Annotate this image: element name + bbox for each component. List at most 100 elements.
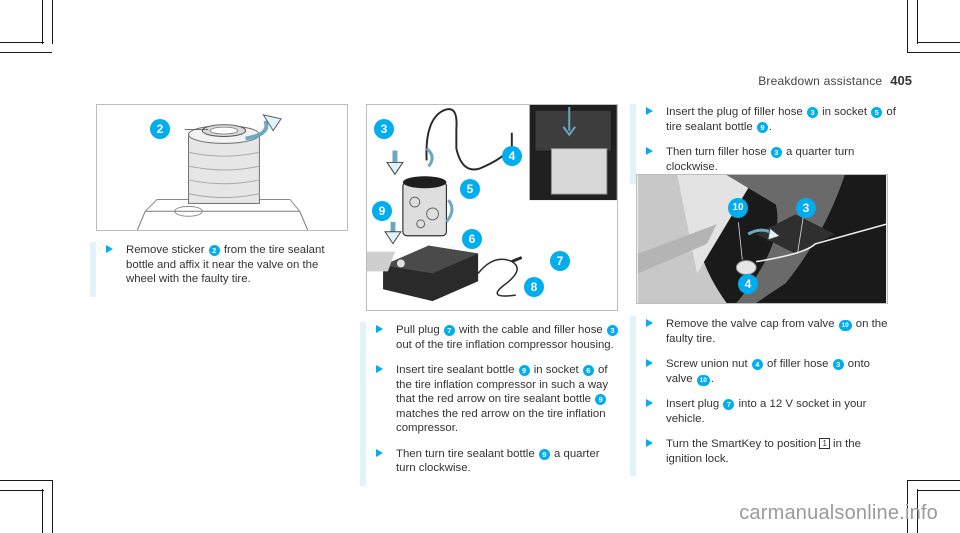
instruction-step: Insert tire sealant bottle 9 in socket 6…	[360, 362, 620, 446]
steps-left: Remove sticker 2 from the tire sealant b…	[90, 242, 350, 297]
step-text: Insert the plug of filler hose 3 in sock…	[654, 105, 896, 134]
figure-valve-connection: 10 3 4	[636, 174, 888, 304]
crop-mark	[0, 480, 52, 481]
crop-mark	[52, 0, 53, 44]
crop-mark	[917, 42, 960, 43]
step-list-middle: Pull plug 7 with the cable and filler ho…	[360, 322, 620, 486]
callout-8: 8	[524, 277, 544, 297]
step-text-run: Pull plug	[396, 324, 443, 336]
crop-mark	[42, 0, 43, 44]
callout-3: 3	[796, 198, 816, 218]
instruction-step: Then turn filler hose 3 a quarter turn c…	[630, 144, 896, 184]
crop-mark	[0, 52, 52, 53]
callout-5: 5	[460, 179, 480, 199]
step-text: Pull plug 7 with the cable and filler ho…	[384, 323, 620, 352]
callout-badge: 9	[538, 448, 550, 460]
step-arrow-icon	[646, 359, 653, 367]
callout-7: 7	[550, 251, 570, 271]
instruction-step: Remove the valve cap from valve 10 on th…	[630, 316, 896, 356]
callout-badge: 3	[770, 147, 782, 158]
instruction-step: Screw union nut 4 of filler hose 3 onto …	[630, 356, 896, 396]
crop-mark	[907, 480, 908, 533]
step-text-run: Insert the plug of filler hose	[666, 106, 806, 118]
callout-4: 4	[502, 146, 522, 166]
step-arrow-icon	[646, 107, 653, 115]
step-text: Then turn filler hose 3 a quarter turn c…	[654, 145, 896, 174]
step-text-run: matches the red arrow on the tire inflat…	[396, 407, 606, 435]
crop-mark	[917, 490, 960, 491]
figure-compressor-kit: 3 4 5 9 6 7 8	[366, 104, 618, 311]
step-text-run: Insert tire sealant bottle	[396, 364, 518, 376]
step-text-run: into a 12 V socket in your vehicle.	[666, 398, 867, 425]
callout-badge: 3	[832, 359, 844, 370]
crop-mark	[0, 42, 44, 43]
callout-badge: 10	[838, 320, 852, 331]
step-arrow-icon	[646, 319, 653, 327]
step-text: Remove sticker 2 from the tire sealant b…	[114, 243, 350, 287]
crop-mark	[917, 0, 918, 44]
callout-4: 4	[738, 274, 758, 294]
callout-badge: 7	[723, 399, 735, 410]
steps-middle: Pull plug 7 with the cable and filler ho…	[360, 322, 620, 486]
callout-badge: 3	[606, 325, 618, 336]
callout-badge: 3	[806, 107, 818, 118]
instruction-step: Remove sticker 2 from the tire sealant b…	[90, 242, 350, 297]
step-list-left: Remove sticker 2 from the tire sealant b…	[90, 242, 350, 297]
step-text-run: Then turn filler hose	[666, 146, 770, 158]
step-text-run: on the faulty tire.	[666, 318, 888, 345]
step-arrow-icon	[646, 147, 653, 155]
step-text-run: of tire sealant bottle	[666, 106, 896, 133]
step-text-run: Remove sticker	[126, 244, 208, 256]
step-list-right-bottom: Remove the valve cap from valve 10 on th…	[630, 316, 896, 476]
step-text-run: Screw union nut	[666, 358, 751, 370]
step-text-run: a quarter turn clockwise.	[396, 447, 600, 475]
steps-right-top: Insert the plug of filler hose 3 in sock…	[630, 104, 896, 184]
step-text-run: of the tire inflation compressor in such…	[396, 364, 609, 405]
step-text-run: from the tire sealant bottle and affix i…	[126, 244, 325, 285]
step-text-run: Turn the SmartKey to position	[666, 438, 820, 450]
step-text-run: Then turn tire sealant bottle	[396, 447, 538, 460]
callout-6: 6	[462, 229, 482, 249]
step-arrow-icon	[376, 325, 383, 333]
figure-sealant-bottle-sticker: 2	[96, 104, 348, 231]
step-arrow-icon	[376, 448, 383, 457]
instruction-step: Insert plug 7 into a 12 V socket in your…	[630, 396, 896, 436]
callout-badge: 9	[518, 365, 530, 376]
step-arrow-icon	[376, 365, 383, 373]
steps-right-bottom: Remove the valve cap from valve 10 on th…	[630, 316, 896, 476]
callout-badge: 4	[751, 359, 763, 370]
callout-9: 9	[372, 201, 392, 221]
callout-badge: 10	[696, 374, 710, 386]
watermark: carmanualsonline.info	[739, 502, 938, 524]
callout-3: 3	[374, 119, 394, 139]
step-text-run: in socket	[818, 106, 871, 118]
illustration-bottle	[136, 114, 309, 230]
step-list-right-top: Insert the plug of filler hose 3 in sock…	[630, 104, 896, 184]
step-arrow-icon	[646, 439, 653, 447]
step-text-run: of filler hose	[763, 358, 832, 370]
illustration-wheel-valve	[637, 175, 887, 303]
crop-mark	[907, 480, 960, 481]
step-arrow-icon	[646, 399, 653, 407]
step-text: Insert plug 7 into a 12 V socket in your…	[654, 397, 896, 426]
crop-mark	[0, 490, 44, 491]
step-text-run: in the ignition lock.	[666, 438, 861, 465]
step-text-run: onto valve	[666, 358, 870, 385]
callout-badge: 7	[443, 325, 455, 336]
step-text-run: in socket	[530, 364, 582, 376]
callout-10: 10	[728, 198, 748, 218]
crop-mark	[907, 0, 908, 52]
instruction-step: Pull plug 7 with the cable and filler ho…	[360, 322, 620, 362]
page-header: Breakdown assistance 405	[758, 73, 912, 88]
crop-mark	[907, 52, 960, 53]
callout-badge: 5	[871, 107, 883, 118]
illustration-compressor	[367, 105, 617, 302]
instruction-step: Turn the SmartKey to position 1 in the i…	[630, 436, 896, 476]
callout-badge: 2	[208, 245, 220, 256]
callout-2: 2	[150, 119, 170, 139]
step-text-run: out of the tire inflation compressor hou…	[396, 338, 614, 351]
step-text: Then turn tire sealant bottle 9 a quarte…	[384, 447, 620, 476]
callout-badge: 6	[582, 365, 594, 376]
key-position-symbol: 1	[819, 438, 830, 449]
crop-mark	[917, 489, 918, 533]
